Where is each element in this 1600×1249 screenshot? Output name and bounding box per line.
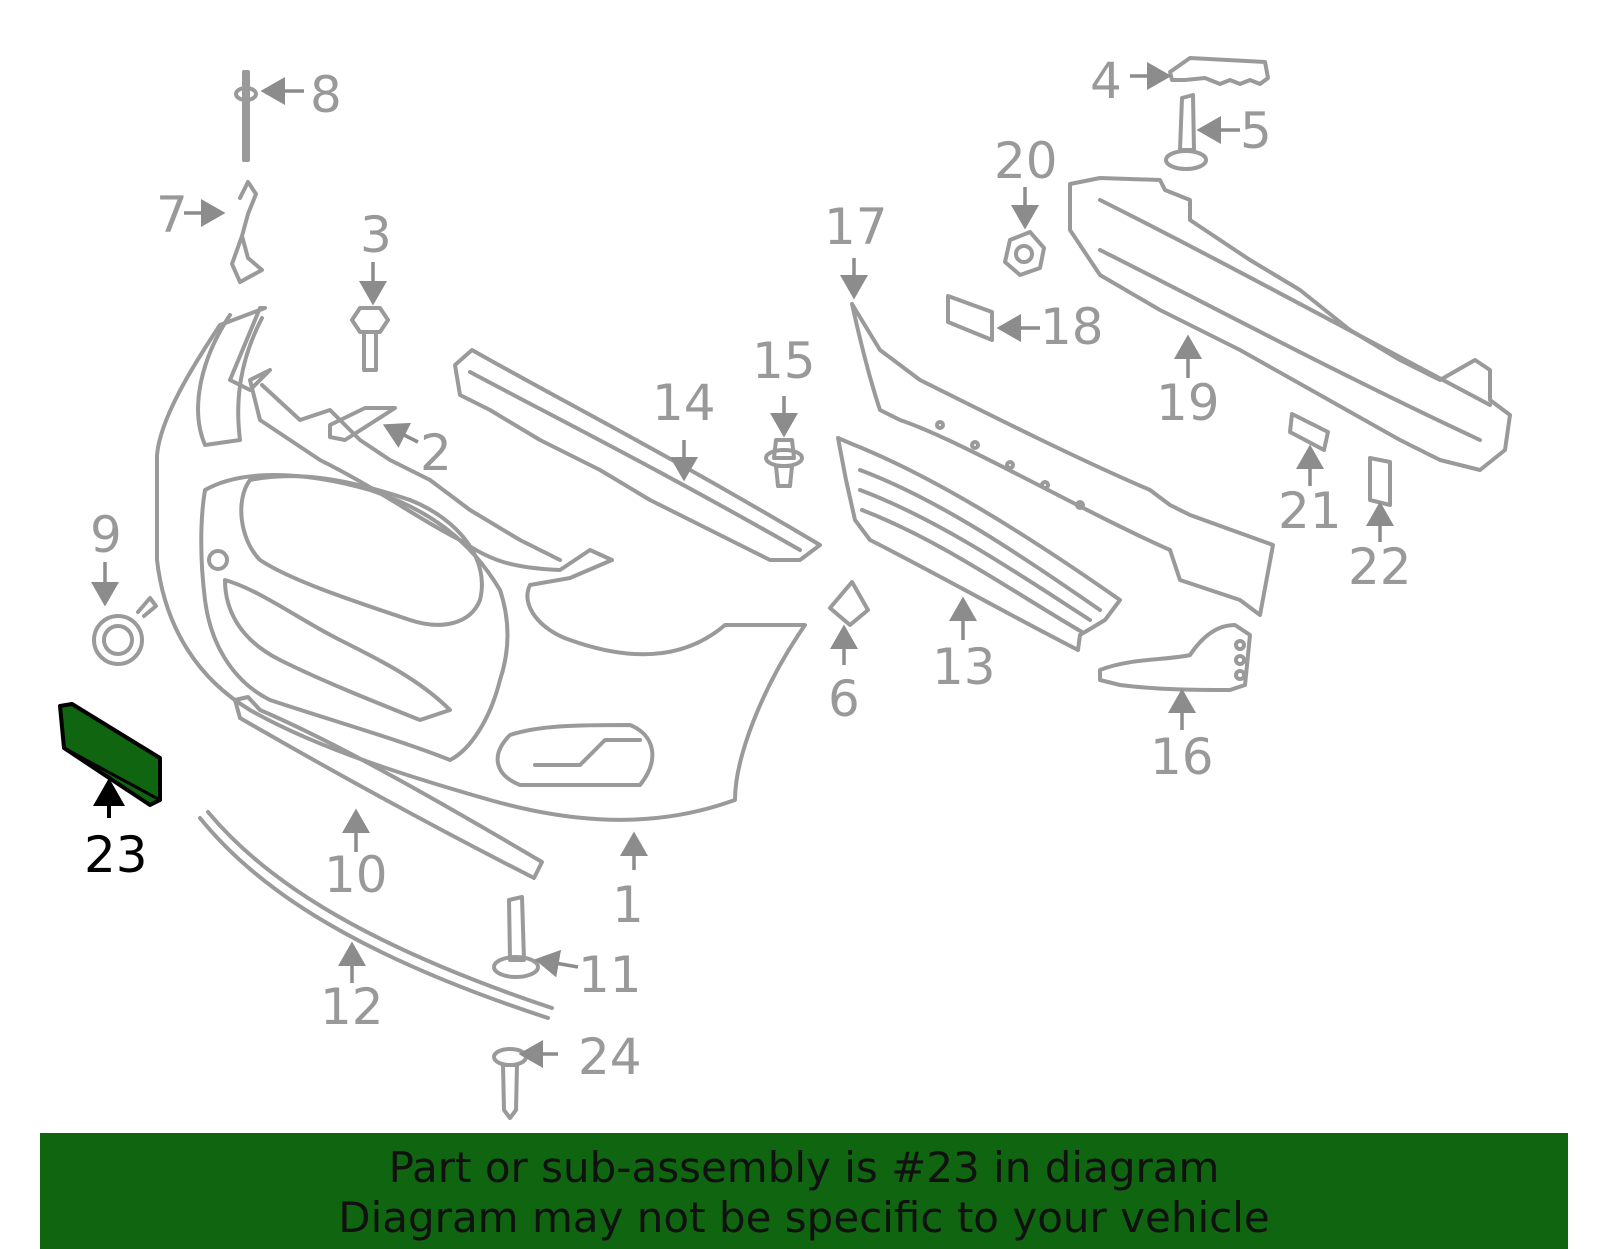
part-11-screw[interactable] xyxy=(492,895,540,979)
part-1-bumper-cover[interactable] xyxy=(155,306,807,822)
callout-18: 18 xyxy=(1040,298,1104,356)
callout-16: 16 xyxy=(1150,728,1214,786)
part-23-pad[interactable] xyxy=(58,702,162,807)
callout-arrows xyxy=(91,62,1394,1068)
part-16-bezel[interactable] xyxy=(1098,623,1252,692)
part-18-label[interactable] xyxy=(946,294,994,342)
part-19-beam[interactable] xyxy=(1068,176,1512,472)
part-5-screw[interactable] xyxy=(1164,93,1208,171)
callout-19: 19 xyxy=(1156,374,1220,432)
callout-10: 10 xyxy=(324,846,388,904)
banner-line-1: Part or sub-assembly is #23 in diagram xyxy=(388,1143,1220,1192)
callout-4: 4 xyxy=(1090,52,1122,110)
callout-6: 6 xyxy=(828,670,860,728)
callout-24: 24 xyxy=(578,1028,642,1086)
part-2-clip[interactable] xyxy=(328,406,397,442)
callout-labels: 1 2 3 4 5 6 7 8 9 10 11 12 13 14 15 16 1… xyxy=(84,52,1412,1086)
callout-8: 8 xyxy=(310,66,342,124)
callout-13: 13 xyxy=(932,638,996,696)
part-6-clip[interactable] xyxy=(828,580,870,627)
part-12-strip[interactable] xyxy=(198,810,554,1020)
part-3-bolt[interactable] xyxy=(350,306,390,372)
callout-14: 14 xyxy=(652,374,716,432)
callout-5: 5 xyxy=(1240,102,1272,160)
part-24-screw[interactable] xyxy=(492,1047,528,1120)
callout-7: 7 xyxy=(156,186,188,244)
part-21-label[interactable] xyxy=(1288,412,1330,452)
part-15-clip[interactable] xyxy=(764,438,804,488)
part-8-rivet[interactable] xyxy=(234,70,258,162)
callout-9: 9 xyxy=(90,506,122,564)
callout-23: 23 xyxy=(84,826,148,884)
part-9-cap[interactable] xyxy=(92,596,158,666)
part-4-bracket[interactable] xyxy=(1168,56,1270,86)
callout-11: 11 xyxy=(578,946,642,1004)
part-20-nut[interactable] xyxy=(1003,230,1046,277)
part-13-grille[interactable] xyxy=(836,436,1122,652)
part-22-label[interactable] xyxy=(1368,456,1392,507)
callout-3: 3 xyxy=(360,206,392,264)
callout-12: 12 xyxy=(320,978,384,1036)
callout-21: 21 xyxy=(1278,482,1342,540)
callout-1: 1 xyxy=(612,876,644,934)
banner-line-2: Diagram may not be specific to your vehi… xyxy=(338,1193,1270,1242)
callout-2: 2 xyxy=(420,424,452,482)
callout-22: 22 xyxy=(1348,538,1412,596)
callout-15: 15 xyxy=(752,332,816,390)
part-7-bracket[interactable] xyxy=(230,180,264,284)
callout-20: 20 xyxy=(994,132,1058,190)
part-10-strip[interactable] xyxy=(233,695,544,880)
info-banner: Part or sub-assembly is #23 in diagram D… xyxy=(40,1133,1568,1249)
callout-17: 17 xyxy=(824,198,888,256)
part-14-reinforcement[interactable] xyxy=(453,348,822,562)
part-17-absorber[interactable] xyxy=(850,302,1275,617)
